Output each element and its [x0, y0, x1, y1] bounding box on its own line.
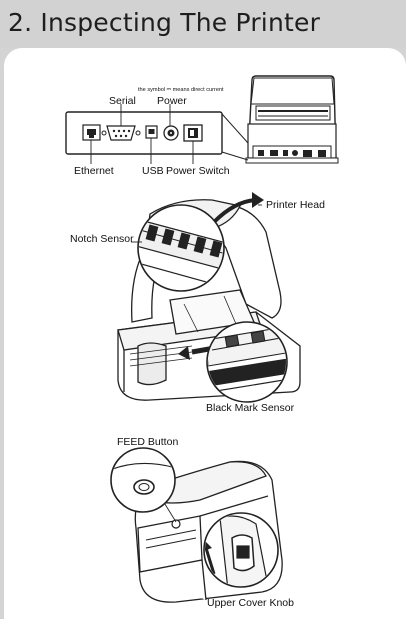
- rear-panel-figure: [65, 75, 339, 164]
- label-notch-sensor: Notch Sensor: [70, 233, 134, 245]
- notch-sensor-magnifier: [137, 204, 225, 292]
- black-mark-sensor-magnifier: [206, 321, 288, 403]
- label-serial: Serial: [109, 95, 136, 107]
- header-band: 2. Inspecting The Printer: [0, 0, 406, 48]
- usb-port-icon: [145, 125, 158, 139]
- label-black-mark-sensor: Black Mark Sensor: [206, 402, 295, 414]
- label-power: Power: [157, 95, 187, 107]
- feed-button-magnifier: [110, 447, 176, 513]
- direct-current-note: the symbol ⎓ means direct current: [138, 87, 224, 93]
- label-printer-head: Printer Head: [266, 199, 325, 211]
- label-feed-button: FEED Button: [117, 436, 178, 448]
- power-jack-icon: [163, 125, 179, 141]
- label-power-switch: Power Switch: [166, 165, 230, 177]
- ethernet-port-icon: [82, 124, 101, 141]
- page-title: 2. Inspecting The Printer: [8, 8, 321, 37]
- rear-callout-lines: [90, 104, 194, 164]
- label-usb: USB: [142, 165, 164, 177]
- rear-panel-outline: [65, 111, 223, 155]
- printer-rear-view: [245, 75, 339, 164]
- label-upper-cover-knob: Upper Cover Knob: [207, 597, 294, 609]
- serial-port-icon: [101, 125, 141, 141]
- power-switch-icon: [183, 124, 203, 142]
- knob-magnifier: [203, 512, 279, 588]
- label-ethernet: Ethernet: [74, 165, 114, 177]
